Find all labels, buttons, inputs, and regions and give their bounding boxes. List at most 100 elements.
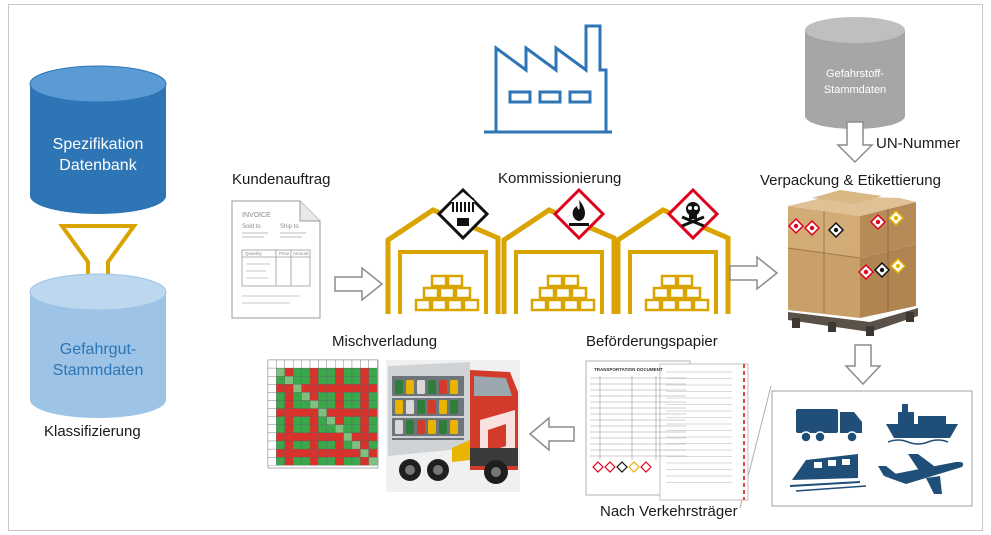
nach-verkehrstraeger-label: Nach Verkehrsträger bbox=[600, 503, 738, 520]
warehouses-group bbox=[385, 187, 731, 314]
hazard-label-icon bbox=[889, 257, 907, 275]
factory-icon bbox=[484, 24, 612, 134]
down-arrow-icon bbox=[844, 344, 882, 386]
segregation-cell bbox=[284, 400, 294, 409]
toxic-skull-ghs-icon bbox=[666, 187, 720, 241]
segregation-cell bbox=[360, 359, 369, 369]
right-arrow-icon bbox=[729, 255, 779, 291]
segregation-cell bbox=[343, 359, 353, 369]
segregation-cell bbox=[335, 457, 344, 466]
segregation-cell bbox=[276, 392, 285, 401]
segregation-cell bbox=[293, 416, 302, 425]
segregation-cell bbox=[351, 424, 361, 434]
gefahrstoff-database-label: Gefahrstoff- Stammdaten bbox=[805, 66, 905, 98]
segregation-cell bbox=[284, 359, 294, 369]
segregation-cell bbox=[301, 376, 311, 385]
segregation-cell bbox=[267, 416, 277, 425]
segregation-cell bbox=[276, 457, 285, 466]
segregation-cell bbox=[335, 367, 344, 377]
segregation-cell bbox=[276, 416, 285, 425]
segregation-cell bbox=[335, 424, 344, 434]
segregation-cell bbox=[326, 416, 336, 425]
mischverladung-label: Mischverladung bbox=[332, 333, 438, 350]
spezifikation-database-icon bbox=[29, 65, 167, 214]
segregation-cell bbox=[284, 408, 294, 417]
segregation-cell bbox=[326, 392, 336, 401]
ship-icon bbox=[886, 404, 958, 445]
segregation-cell bbox=[351, 384, 361, 393]
kommissionierung-label: Kommissionierung bbox=[498, 170, 622, 187]
segregation-cell bbox=[343, 408, 353, 417]
segregation-cell bbox=[267, 376, 277, 385]
segregation-cell bbox=[301, 408, 311, 417]
segregation-cell bbox=[351, 448, 361, 458]
segregation-cell bbox=[368, 457, 378, 466]
segregation-cell bbox=[301, 367, 311, 377]
truck-icon bbox=[796, 409, 862, 443]
segregation-cell bbox=[284, 424, 294, 434]
segregation-cell bbox=[368, 384, 378, 393]
segregation-cell bbox=[318, 392, 327, 401]
down-arrow-icon bbox=[836, 121, 874, 164]
segregation-cell bbox=[318, 359, 327, 369]
segregation-cell bbox=[284, 432, 294, 442]
segregation-cell bbox=[284, 440, 294, 450]
segregation-cell bbox=[293, 457, 302, 466]
segregation-cell bbox=[368, 400, 378, 409]
segregation-cell bbox=[301, 416, 311, 425]
segregation-cell bbox=[318, 432, 327, 442]
segregation-cell bbox=[351, 408, 361, 417]
segregation-cell bbox=[360, 384, 369, 393]
segregation-cell bbox=[343, 367, 353, 377]
segregation-cell bbox=[318, 400, 327, 409]
segregation-cell bbox=[318, 376, 327, 385]
warehouse-icon bbox=[615, 187, 731, 314]
segregation-cell bbox=[360, 448, 369, 458]
gefahrgut-line2: Stammdaten bbox=[52, 362, 144, 379]
spezifikation-line1: Spezifikation bbox=[52, 136, 144, 153]
warehouse-icon bbox=[501, 187, 617, 314]
segregation-cell bbox=[326, 400, 336, 409]
segregation-cell bbox=[309, 424, 319, 434]
segregation-cell bbox=[368, 432, 378, 442]
segregation-cell bbox=[326, 432, 336, 442]
segregation-cell bbox=[360, 432, 369, 442]
segregation-cell bbox=[360, 376, 369, 385]
segregation-cell bbox=[351, 367, 361, 377]
segregation-cell bbox=[318, 448, 327, 458]
segregation-cell bbox=[360, 424, 369, 434]
segregation-cell bbox=[267, 400, 277, 409]
segregation-cell bbox=[284, 448, 294, 458]
invoice-price: Price bbox=[279, 251, 290, 256]
segregation-cell bbox=[267, 457, 277, 466]
segregation-cell bbox=[318, 384, 327, 393]
segregation-cell bbox=[360, 367, 369, 377]
segregation-cell bbox=[335, 440, 344, 450]
segregation-cell bbox=[326, 440, 336, 450]
segregation-cell bbox=[293, 432, 302, 442]
segregation-cell bbox=[360, 457, 369, 466]
segregation-cell bbox=[326, 376, 336, 385]
segregation-cell bbox=[343, 416, 353, 425]
segregation-cell bbox=[309, 384, 319, 393]
hazard-label-icon bbox=[803, 219, 821, 237]
segregation-cell bbox=[293, 384, 302, 393]
segregation-cell bbox=[368, 416, 378, 425]
invoice-document-icon bbox=[231, 200, 321, 319]
segregation-cell bbox=[351, 400, 361, 409]
invoice-title: INVOICE bbox=[242, 212, 271, 219]
transport-modes-panel bbox=[739, 385, 973, 509]
gefahrstoff-database-icon bbox=[805, 17, 905, 129]
hazard-label-icon bbox=[827, 221, 845, 239]
segregation-cell bbox=[267, 448, 277, 458]
segregation-cell bbox=[301, 392, 311, 401]
gefahrgut-database-icon bbox=[29, 273, 167, 418]
segregation-cell bbox=[326, 367, 336, 377]
segregation-cell bbox=[318, 416, 327, 425]
spezifikation-database-label: Spezifikation Datenbank bbox=[30, 134, 166, 176]
segregation-cell bbox=[267, 440, 277, 450]
segregation-cell bbox=[343, 384, 353, 393]
segregation-cell bbox=[335, 376, 344, 385]
segregation-cell bbox=[293, 392, 302, 401]
segregation-cell bbox=[301, 359, 311, 369]
